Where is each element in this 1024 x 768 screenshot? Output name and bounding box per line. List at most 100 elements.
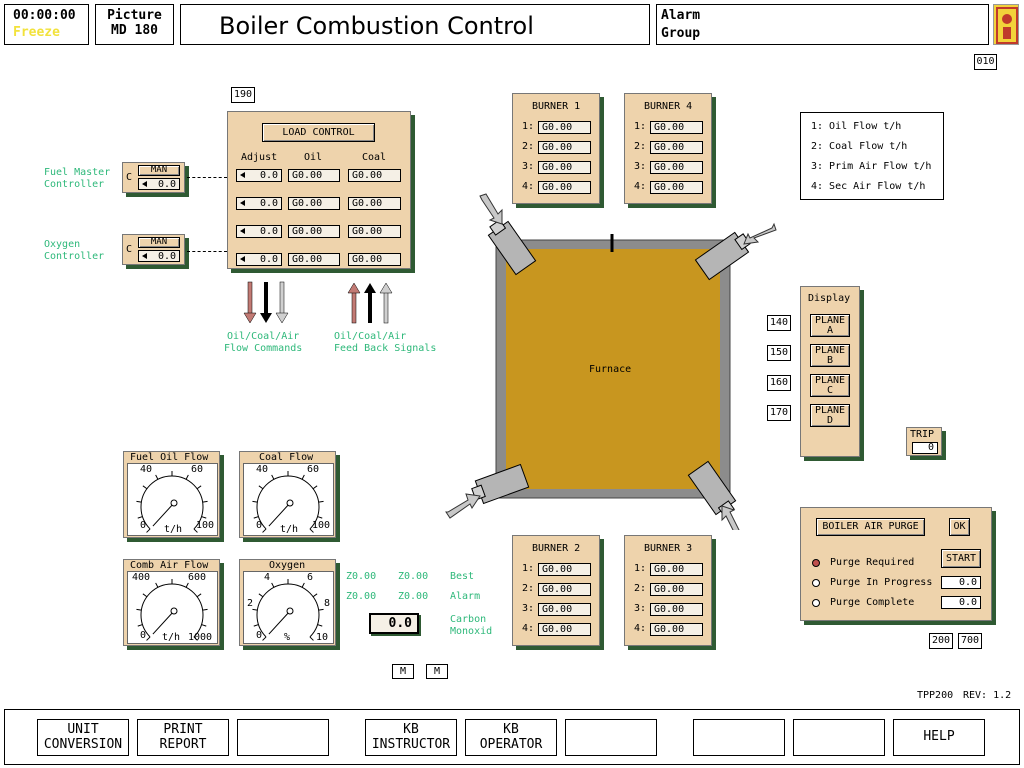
oxygen-mode-button[interactable]: MAN	[138, 237, 180, 248]
col-coal: Coal	[362, 152, 387, 163]
burner-2-panel[interactable]: BURNER 2 1: G0.00 2: G0.00 3: G0.00 4: G…	[512, 535, 600, 646]
burner-3-panel[interactable]: BURNER 3 1: G0.00 2: G0.00 3: G0.00 4: G…	[624, 535, 712, 646]
purge-start-button[interactable]: START	[941, 549, 981, 568]
tag-190[interactable]: 190	[231, 87, 255, 103]
adjust-field-4[interactable]: 0.0	[236, 253, 282, 266]
co-alarm-label: Alarm	[450, 591, 481, 602]
burner-4-value-1: G0.00	[650, 121, 703, 134]
co-label: Carbon Monoxid	[450, 614, 492, 638]
gauge-3-max: 1000	[188, 632, 213, 643]
comb-air-flow-gauge: Comb Air Flow 400 600 0 t/h 1000	[123, 559, 220, 646]
feedback-signals-label: Oil/Coal/Air Feed Back Signals	[334, 331, 436, 355]
purge-in-progress-label: Purge In Progress	[830, 577, 933, 588]
burner-1-panel[interactable]: BURNER 1 1: G0.00 2: G0.00 3: G0.00 4: G…	[512, 93, 600, 204]
co-value-4: Z0.00	[398, 591, 429, 602]
m-button-2[interactable]: M	[426, 664, 448, 679]
fuel-master-mode-button[interactable]: MAN	[138, 165, 180, 176]
tag-170[interactable]: 170	[767, 405, 791, 421]
oxygen-controller[interactable]: C MAN 0.0	[122, 234, 185, 265]
display-title: Display	[808, 293, 851, 304]
load-control-button[interactable]: LOAD CONTROL	[262, 123, 375, 142]
gauge-tick	[196, 485, 202, 490]
tag-160[interactable]: 160	[767, 375, 791, 391]
tpp-code: TPP200	[917, 690, 954, 701]
burner-4-panel[interactable]: BURNER 4 1: G0.00 2: G0.00 3: G0.00 4: G…	[624, 93, 712, 204]
gauge-tick	[142, 485, 148, 490]
command-arrow-oil-icon	[243, 281, 257, 324]
purge-ok-button[interactable]: OK	[949, 518, 970, 536]
fuel-master-c: C	[126, 172, 133, 183]
adjust-field-3[interactable]: 0.0	[236, 225, 282, 238]
burner-2-label-3: 3:	[522, 603, 535, 614]
gauge-4-left: 2	[247, 598, 254, 609]
softkey-3-button[interactable]	[237, 719, 329, 756]
m-button-1[interactable]: M	[392, 664, 414, 679]
oxygen-name2: Controller	[44, 251, 105, 262]
boiler-air-purge-button[interactable]: BOILER AIR PURGE	[816, 518, 925, 536]
gauge-tick	[193, 636, 198, 641]
alarm-group-box[interactable]: Alarm Group	[656, 4, 989, 45]
burner-1-label-2: 2:	[522, 141, 535, 152]
oxygen-controller-label: Oxygen Controller	[44, 239, 104, 263]
gauge-2-dial-icon	[252, 471, 324, 533]
burner-4-value-4: G0.00	[650, 181, 703, 194]
legend-item-3: 3: Prim Air Flow t/h	[811, 161, 932, 172]
gauge-1-min: 0	[140, 520, 147, 531]
burner-nozzle-2-icon	[471, 463, 530, 505]
co-value-3: Z0.00	[346, 591, 377, 602]
plane-a-l2: A	[826, 325, 834, 336]
help-button[interactable]: HELP	[893, 719, 985, 756]
co-label-line2: Monoxid	[450, 626, 493, 637]
fuel-master-controller[interactable]: C MAN 0.0	[122, 162, 185, 193]
adjust-field-1[interactable]: 0.0	[236, 169, 282, 182]
softkey-2-l2: REPORT	[159, 737, 207, 752]
burner-4-label-4: 4:	[634, 181, 647, 192]
gauge-tick	[301, 582, 305, 588]
fuel-master-value[interactable]: 0.0	[138, 178, 180, 190]
burner-4-value-2: G0.00	[650, 141, 703, 154]
gauge-tick	[185, 474, 189, 480]
co-value-2: Z0.00	[398, 571, 429, 582]
burner-1-value-4: G0.00	[538, 181, 591, 194]
co-value-1: Z0.00	[346, 571, 377, 582]
softkey-6-button[interactable]	[565, 719, 657, 756]
gauge-3-dial-icon	[136, 579, 208, 641]
oxygen-value[interactable]: 0.0	[138, 250, 180, 262]
gauge-tick	[258, 593, 264, 598]
adjust-field-2[interactable]: 0.0	[236, 197, 282, 210]
trip-indicator[interactable]: TRIP 0	[906, 427, 942, 456]
softkey-9-l1: HELP	[923, 729, 955, 744]
oil-field-2: G0.00	[288, 197, 340, 210]
coal-field-4: G0.00	[348, 253, 401, 266]
oxygen-name: Oxygen	[44, 239, 81, 250]
tag-140[interactable]: 140	[767, 315, 791, 331]
softkey-8-button[interactable]	[793, 719, 885, 756]
legend-item-1: 1: Oil Flow t/h	[811, 121, 902, 132]
gauge-4-right: 8	[324, 598, 331, 609]
tag-700[interactable]: 700	[958, 633, 982, 649]
gauge-3-min: 0	[140, 630, 147, 641]
page-title: Boiler Combustion Control	[180, 4, 650, 45]
gauge-tick	[202, 500, 208, 503]
tag-150[interactable]: 150	[767, 345, 791, 361]
picture-id: MD 180	[111, 23, 158, 38]
gauge-2-min: 0	[256, 520, 263, 531]
tag-010[interactable]: 010	[974, 54, 997, 70]
tag-200[interactable]: 200	[929, 633, 953, 649]
gauge-4-min: 0	[256, 630, 263, 641]
burner-3-label-3: 3:	[634, 603, 647, 614]
softkey-7-button[interactable]	[693, 719, 785, 756]
purge-complete-value: 0.0	[941, 596, 981, 609]
furnace-label: Furnace	[589, 364, 632, 375]
coal-field-1: G0.00	[348, 169, 401, 182]
co-best-label: Best	[450, 571, 475, 582]
gauge-tick	[252, 608, 258, 611]
